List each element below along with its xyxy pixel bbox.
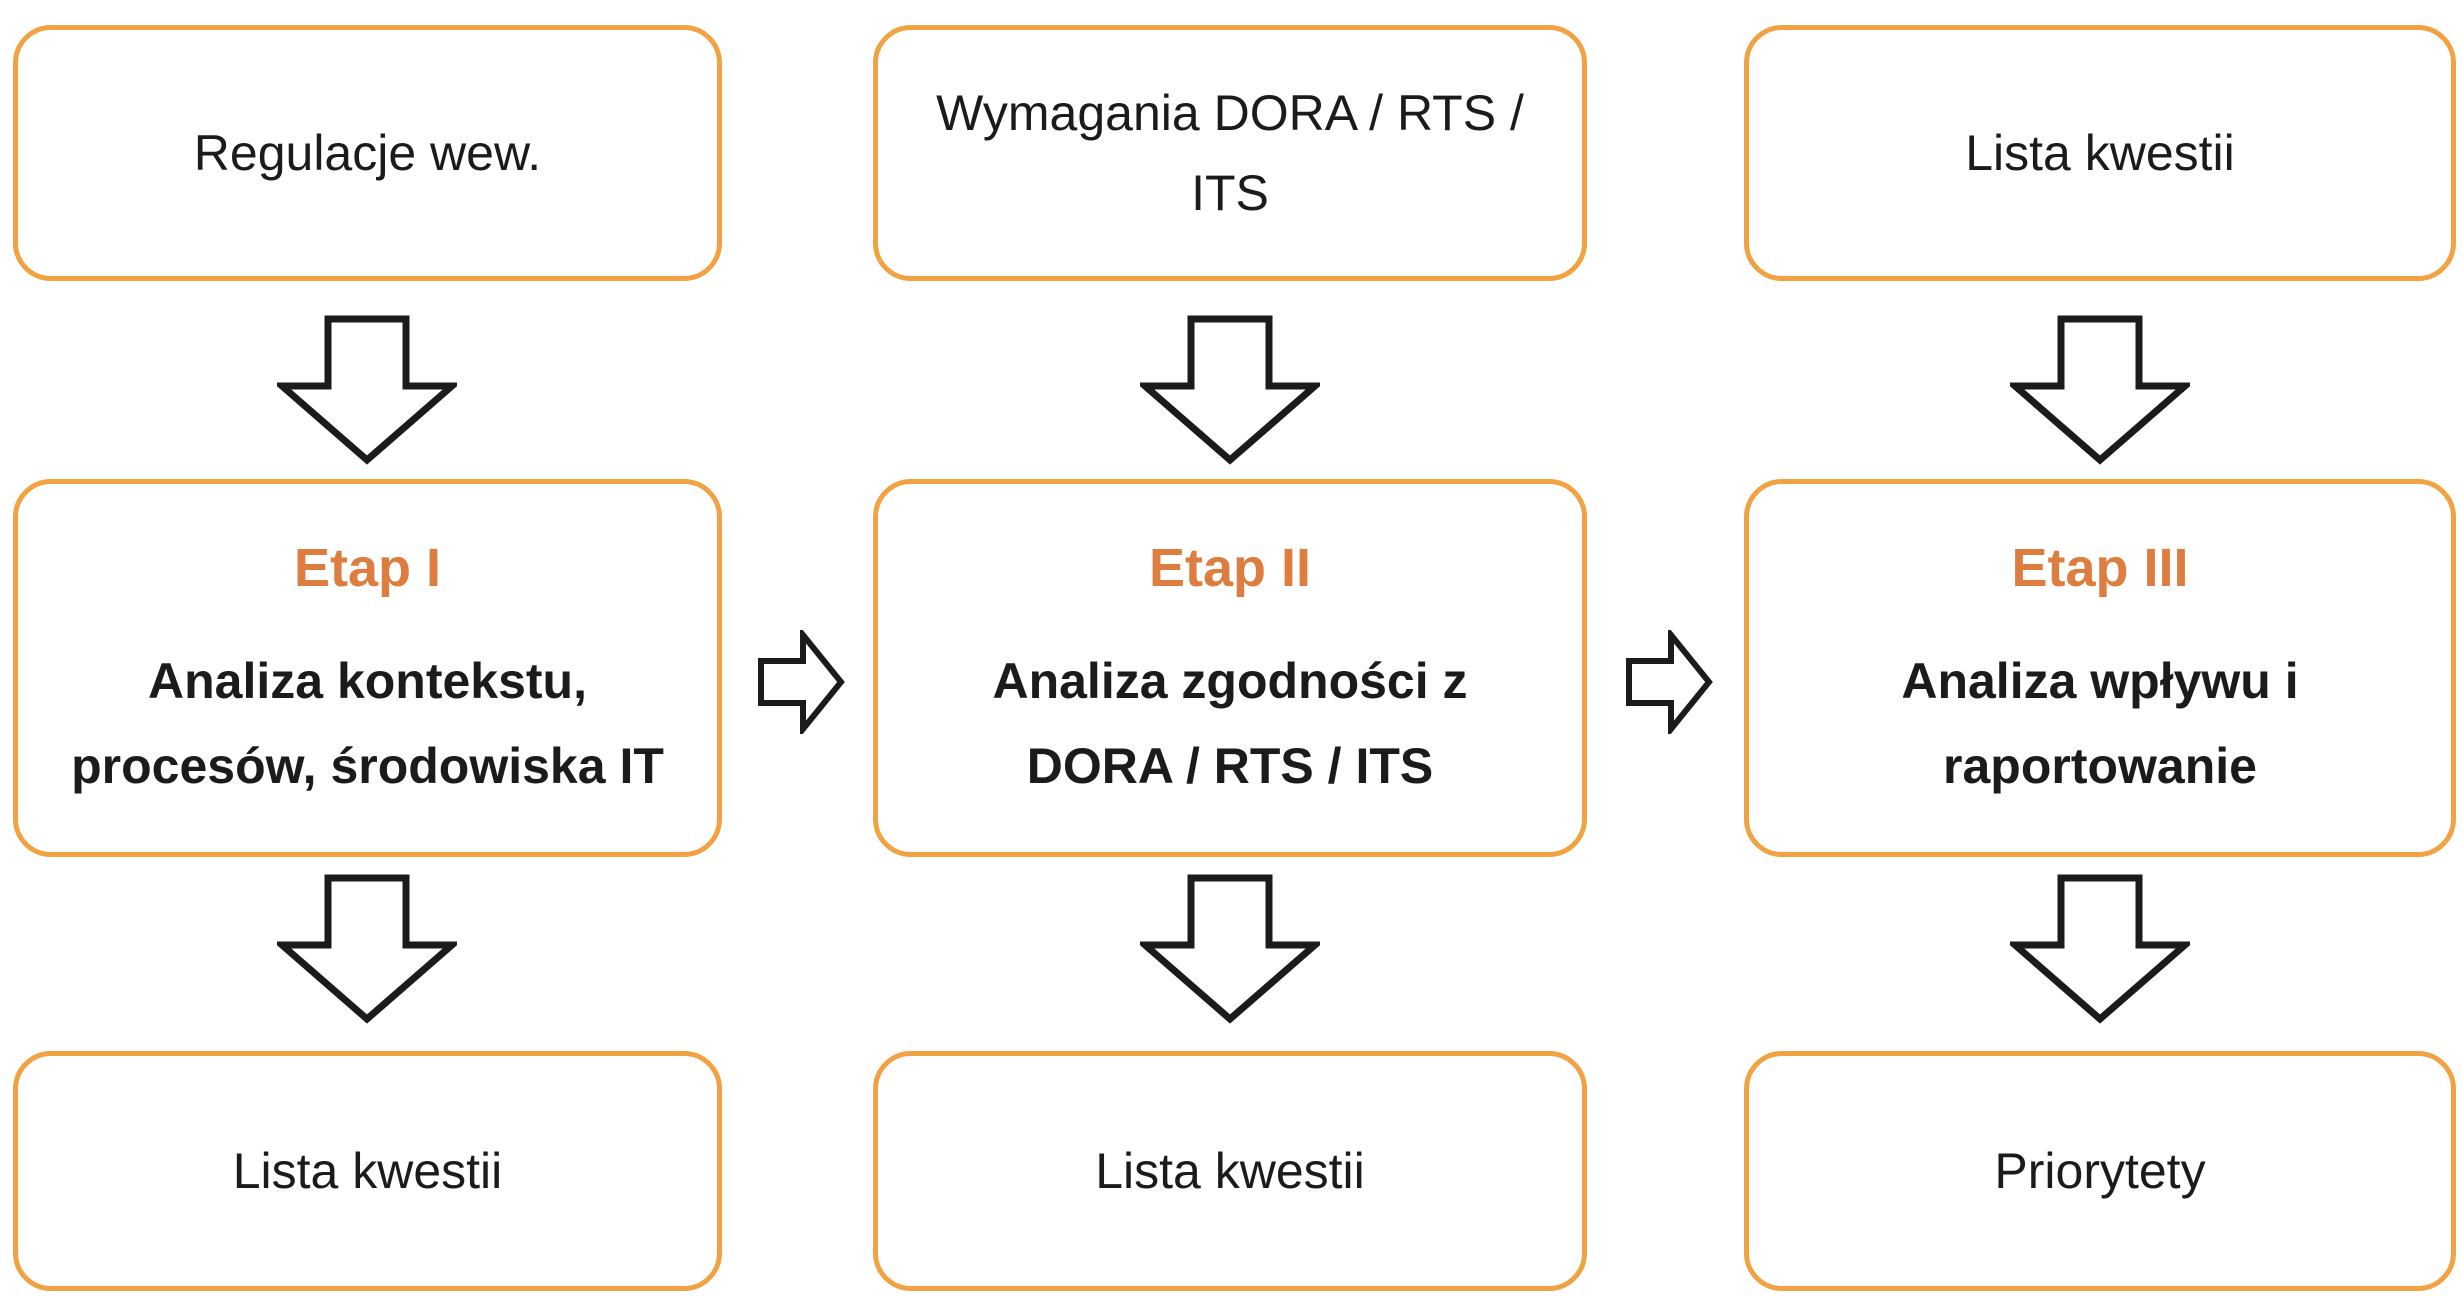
input-box-etap-1: Regulacje wew.	[13, 25, 722, 281]
right-arrow-icon	[1626, 630, 1713, 734]
down-arrow-icon	[1140, 315, 1320, 465]
output-box-etap-2: Lista kwestii	[873, 1051, 1587, 1291]
stage-box-etap-2: Etap II Analiza zgodności z DORA / RTS /…	[873, 479, 1587, 857]
output-box-label: Lista kwestii	[232, 1143, 503, 1199]
stage-box-etap-3: Etap III Analiza wpływu i raportowanie	[1744, 479, 2456, 857]
input-box-label: Wymagania DORA / RTS /	[936, 85, 1524, 141]
output-box-etap-1: Lista kwestii	[13, 1051, 722, 1291]
stage-description-line: Analiza zgodności z	[992, 652, 1468, 709]
output-box-label: Priorytety	[1994, 1143, 2206, 1199]
stage-title: Etap III	[2011, 538, 2189, 599]
stage-description: Analiza wpływu i raportowanie	[1901, 639, 2298, 809]
input-box-label: Lista kwestii	[1965, 125, 2235, 181]
stage-description-line: raportowanie	[1943, 737, 2257, 794]
stage-description: Analiza zgodności z DORA / RTS / ITS	[992, 639, 1467, 809]
down-arrow-icon	[1140, 874, 1320, 1024]
stage-description-line: DORA / RTS / ITS	[1026, 737, 1434, 794]
stage-description-line: Analiza wpływu i	[1901, 652, 2299, 709]
stage-title: Etap I	[293, 538, 442, 599]
stage-box-etap-1: Etap I Analiza kontekstu, procesów, środ…	[13, 479, 722, 857]
input-box-etap-3: Lista kwestii	[1744, 25, 2456, 281]
stage-description-line: procesów, środowiska IT	[71, 737, 664, 794]
input-box-label: Regulacje wew.	[193, 125, 542, 181]
input-box-label: ITS	[1191, 165, 1269, 221]
down-arrow-icon	[2010, 315, 2190, 465]
down-arrow-icon	[2010, 874, 2190, 1024]
stage-description-line: Analiza kontekstu,	[148, 652, 587, 709]
right-arrow-icon	[758, 630, 845, 734]
down-arrow-icon	[277, 874, 457, 1024]
down-arrow-icon	[277, 315, 457, 465]
output-box-label: Lista kwestii	[1095, 1143, 1365, 1199]
output-box-etap-3: Priorytety	[1744, 1051, 2456, 1291]
stage-title: Etap II	[1148, 538, 1312, 599]
stage-description: Analiza kontekstu, procesów, środowiska …	[71, 639, 664, 809]
input-box-etap-2: Wymagania DORA / RTS / ITS	[873, 25, 1587, 281]
